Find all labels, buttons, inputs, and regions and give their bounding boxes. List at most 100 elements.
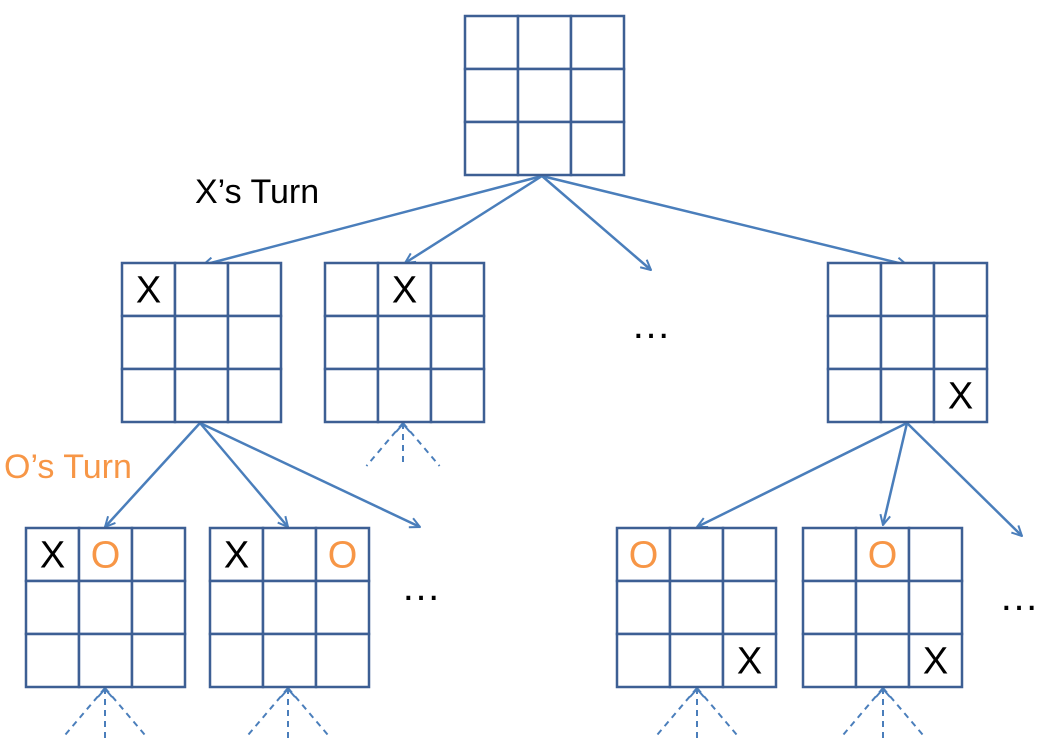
dashed-branch-arrowhead [280,687,296,698]
tree-edge-arrow [541,174,907,265]
dashed-branch-line [402,422,441,467]
board-cell [314,632,371,689]
x-mark: X [136,270,161,312]
board-cell [879,261,936,318]
board-cell [932,314,989,371]
x-mark: X [40,535,65,577]
board-cell [130,526,187,583]
dashed-branch-arrowhead [395,422,411,433]
board-cell [668,632,725,689]
board-cell [801,579,858,636]
board-cell [463,67,520,124]
board-cell [932,261,989,318]
board-cell [429,314,486,371]
board-cell [120,367,177,424]
board-cell [323,367,380,424]
board-cell [429,367,486,424]
board-cell [429,261,486,318]
board-cell [826,314,883,371]
board-cell [721,632,778,689]
x-mark: X [923,641,948,683]
tree-edge-arrow [906,422,1022,536]
board-cell [226,261,283,318]
board-cell [932,367,989,424]
board-cell [801,526,858,583]
board-cell [24,632,81,689]
board-cell [376,314,433,371]
board-cell [463,120,520,177]
dashed-branch-line [365,422,404,467]
board-cell [516,120,573,177]
ellipsis-level-2-left: … [401,565,441,609]
unexplored-branch-stub [839,687,927,739]
o-mark: O [91,535,121,577]
board-x-bottom-right: X [826,261,989,424]
arrows-layer [105,174,1022,536]
board-cell [826,261,883,318]
board-cell [854,579,911,636]
board-cell [323,314,380,371]
board-cell [24,526,81,583]
tree-edge-arrow [697,421,908,529]
x-turn-label: X’s Turn [195,173,319,211]
dashed-branch-arrowhead [97,687,113,698]
board-cell [569,120,626,177]
board-cell [261,579,318,636]
x-mark: X [737,641,762,683]
board-cell [314,526,371,583]
board-x-top-center: X [323,261,486,424]
board-cell [314,579,371,636]
board-ox-2: OX [801,526,964,689]
board-cell [77,579,134,636]
board-cell [173,367,230,424]
board-cell [516,14,573,71]
ellipsis-level-2-right: … [999,575,1039,619]
board-cell [130,632,187,689]
board-cell [208,632,265,689]
board-cell [226,367,283,424]
board-cell [854,632,911,689]
board-cell [323,261,380,318]
board-cell [721,579,778,636]
unexplored-branch-stub [244,687,332,739]
board-cell [721,526,778,583]
board-x-top-left: X [120,261,283,424]
tree-edge-arrow [405,174,543,263]
tree-edge-arrow [203,174,543,265]
board-cell [208,526,265,583]
board-cell [907,579,964,636]
o-turn-label: O’s Turn [4,448,132,486]
dashed-branch-arrowhead [875,687,891,698]
board-cell [516,67,573,124]
board-cell [907,632,964,689]
board-cell [208,579,265,636]
board-cell [120,314,177,371]
x-mark: X [948,376,973,418]
x-mark: X [224,535,249,577]
board-cell [569,14,626,71]
board-cell [615,526,672,583]
board-cell [668,526,725,583]
board-cell [463,14,520,71]
x-mark: X [392,270,417,312]
board-cell [261,632,318,689]
dashed-branch-arrowhead [689,687,705,698]
tree-edge-arrow [199,422,288,527]
board-cell [130,579,187,636]
unexplored-branch-stub [653,687,741,739]
board-cell [615,579,672,636]
board-cell [615,632,672,689]
tree-edge-arrow [199,421,420,527]
ellipsis-level-1: … [631,303,671,347]
board-cell [907,526,964,583]
board-cell [879,367,936,424]
board-root [463,14,626,177]
board-cell [668,579,725,636]
board-cell [173,261,230,318]
o-mark: O [629,535,659,577]
board-cell [173,314,230,371]
board-ox-1: OX [615,526,778,689]
unexplored-branches-layer [61,422,927,739]
unexplored-branch-stub [365,422,441,467]
